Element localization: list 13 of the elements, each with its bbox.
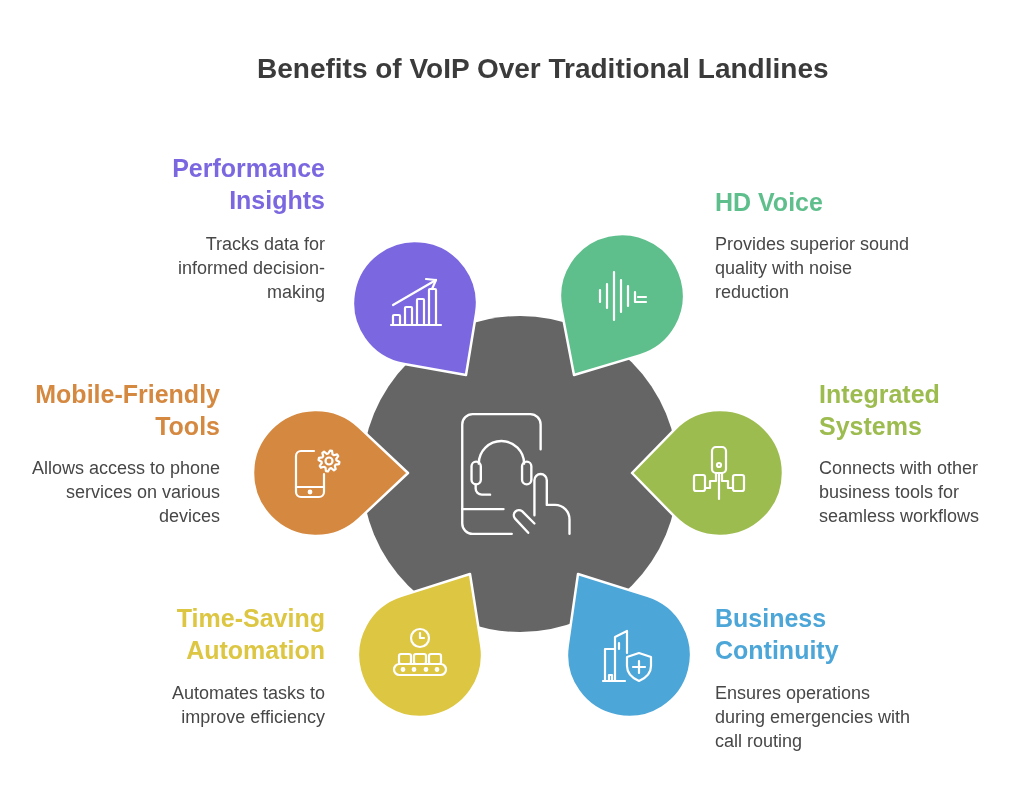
heading: Business Continuity xyxy=(715,603,840,666)
title: Benefits of VoIP Over Traditional Landlines xyxy=(257,52,829,86)
description: Automates tasks to improve efficiency xyxy=(170,682,325,729)
heading: Performance Insights xyxy=(171,153,325,216)
description: Ensures operations during emergencies with call routing xyxy=(715,682,912,753)
heading: Time-Saving Automation xyxy=(175,603,325,666)
description: Tracks data for informed decision-making xyxy=(176,233,325,304)
description: Allows access to phone services on various devices xyxy=(30,457,220,528)
heading: HD Voice xyxy=(715,187,824,218)
description: Provides superior sound quality with noise reduction xyxy=(715,233,911,304)
heading: Mobile-Friendly Tools xyxy=(34,379,220,442)
heading: Integrated Systems xyxy=(819,379,941,442)
description: Connects with other business tools for seamless workflows xyxy=(819,457,981,528)
